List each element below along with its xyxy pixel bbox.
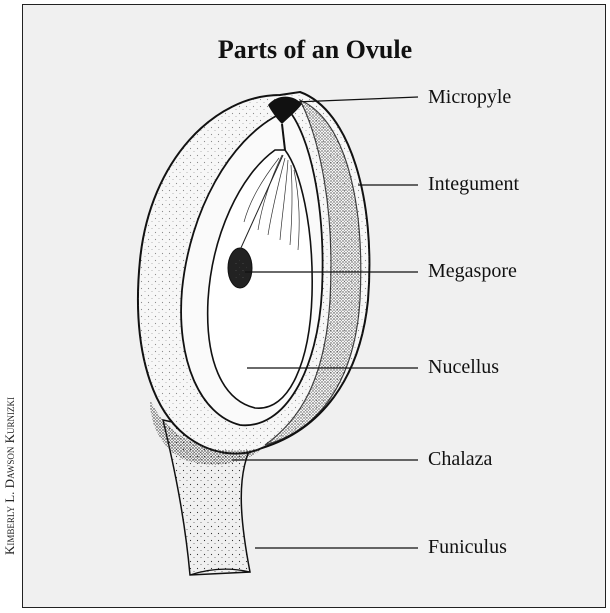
label-nucellus: Nucellus bbox=[428, 356, 499, 379]
label-chalaza: Chalaza bbox=[428, 448, 492, 471]
label-micropyle: Micropyle bbox=[428, 86, 511, 109]
label-integument: Integument bbox=[428, 173, 519, 196]
label-funiculus: Funiculus bbox=[428, 536, 507, 559]
label-megaspore: Megaspore bbox=[428, 260, 517, 283]
